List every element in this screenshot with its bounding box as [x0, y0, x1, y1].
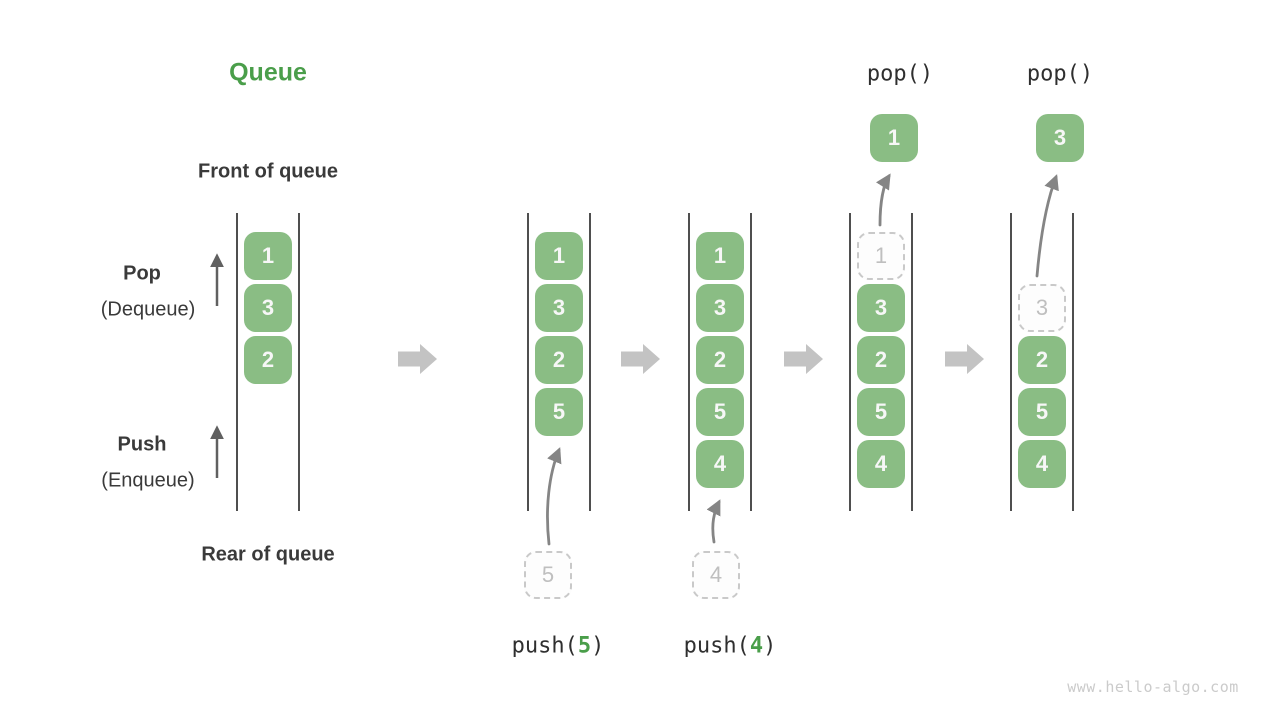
next-step-arrow-2: [621, 344, 660, 374]
queue-after-push-4-left-wall: [688, 213, 690, 511]
queue-pop-1-left-wall: [849, 213, 851, 511]
queue-after-push-5-slot-2: 3: [535, 284, 583, 332]
queue-pop-1-right-wall: [911, 213, 913, 511]
queue-pop-1-pop-operation-label: pop(): [866, 61, 934, 87]
queue-pop-1-slot-3-value: 2: [874, 347, 888, 372]
queue-initial-slot-1-value: 1: [261, 243, 275, 268]
queue-initial-right-wall: [298, 213, 300, 511]
queue-after-push-5-left-wall: [527, 213, 529, 511]
queue-pop-1-slot-4-value: 5: [874, 399, 888, 424]
queue-pop-1-popped-element: 1: [870, 114, 918, 162]
queue-after-push-4-push-arg: 4: [749, 633, 764, 659]
queue-after-push-4-slot-1-value: 1: [713, 243, 727, 268]
diagram-title: Queue: [229, 58, 307, 87]
queue-pop-3-popped-element: 3: [1036, 114, 1084, 162]
queue-after-push-5-push-pre: push(: [511, 633, 578, 659]
pop-3-arrow: [1035, 174, 1059, 278]
rear-of-queue-label: Rear of queue: [201, 543, 335, 566]
watermark: www.hello-algo.com: [1067, 678, 1239, 696]
queue-after-push-5-slot-1: 1: [535, 232, 583, 280]
queue-after-push-4-slot-2-value: 3: [713, 295, 727, 320]
pop-1-arrow: [875, 173, 891, 227]
pop-label: Pop: [123, 262, 161, 285]
queue-after-push-5-incoming-element: 5: [524, 551, 572, 599]
queue-after-push-4-slot-1: 1: [696, 232, 744, 280]
queue-pop-1-popped-element-value: 1: [887, 125, 901, 150]
queue-pop-1-slot-1: 1: [857, 232, 905, 280]
queue-pop-1-slot-3: 2: [857, 336, 905, 384]
queue-after-push-5-incoming-element-value: 5: [541, 562, 555, 587]
queue-after-push-4-slot-3: 2: [696, 336, 744, 384]
queue-pop-3-slot-5: 4: [1018, 440, 1066, 488]
queue-after-push-5-slot-4: 5: [535, 388, 583, 436]
queue-after-push-5-slot-3-value: 2: [552, 347, 566, 372]
queue-pop-3-slot-3: 2: [1018, 336, 1066, 384]
queue-pop-3-slot-2: 3: [1018, 284, 1066, 332]
front-of-queue-label: Front of queue: [198, 160, 338, 183]
next-step-arrow-4: [945, 344, 984, 374]
queue-pop-3-left-wall: [1010, 213, 1012, 511]
queue-pop-3-slot-2-value: 3: [1035, 295, 1049, 320]
queue-pop-1-slot-4: 5: [857, 388, 905, 436]
queue-after-push-4-slot-5: 4: [696, 440, 744, 488]
queue-initial-slot-2-value: 3: [261, 295, 275, 320]
queue-initial-slot-3-value: 2: [261, 347, 275, 372]
queue-after-push-4-incoming-element: 4: [692, 551, 740, 599]
queue-after-push-5-slot-4-value: 5: [552, 399, 566, 424]
dequeue-label: (Dequeue): [100, 298, 196, 321]
queue-pop-1-slot-2-value: 3: [874, 295, 888, 320]
queue-after-push-4-incoming-element-value: 4: [709, 562, 723, 587]
queue-after-push-4-right-wall: [750, 213, 752, 511]
queue-after-push-5-right-wall: [589, 213, 591, 511]
queue-after-push-5-slot-1-value: 1: [552, 243, 566, 268]
queue-after-push-5-push-post: ): [591, 633, 605, 659]
queue-pop-3-slot-4-value: 5: [1035, 399, 1049, 424]
next-step-arrow-1: [398, 344, 437, 374]
queue-after-push-4-push-operation-label: push(4): [684, 634, 777, 659]
push-label: Push: [117, 433, 167, 456]
queue-pop-3-slot-3-value: 2: [1035, 347, 1049, 372]
queue-initial-slot-1: 1: [244, 232, 292, 280]
queue-pop-3-popped-element-value: 3: [1053, 125, 1067, 150]
queue-pop-1-slot-1-value: 1: [874, 243, 888, 268]
queue-after-push-4-push-pre: push(: [683, 633, 750, 659]
queue-initial-slot-2: 3: [244, 284, 292, 332]
queue-after-push-4-slot-5-value: 4: [713, 451, 727, 476]
next-step-arrow-3: [784, 344, 823, 374]
push-4-arrow: [706, 499, 721, 544]
queue-after-push-5-push-arg: 5: [577, 633, 592, 659]
queue-pop-1-slot-2: 3: [857, 284, 905, 332]
queue-after-push-5-slot-3: 2: [535, 336, 583, 384]
queue-after-push-5-push-operation-label: push(5): [512, 634, 605, 659]
queue-after-push-5-slot-2-value: 3: [552, 295, 566, 320]
queue-initial-slot-3: 2: [244, 336, 292, 384]
push-5-arrow: [546, 447, 562, 546]
queue-after-push-4-push-post: ): [763, 633, 777, 659]
queue-pop-3-right-wall: [1072, 213, 1074, 511]
queue-pop-1-slot-5-value: 4: [874, 451, 888, 476]
queue-pop-3-slot-5-value: 4: [1035, 451, 1049, 476]
queue-after-push-4-slot-3-value: 2: [713, 347, 727, 372]
queue-pop-1-slot-5: 4: [857, 440, 905, 488]
queue-initial-left-wall: [236, 213, 238, 511]
queue-after-push-4-slot-2: 3: [696, 284, 744, 332]
queue-after-push-4-slot-4-value: 5: [713, 399, 727, 424]
queue-pop-3-pop-operation-label: pop(): [1026, 61, 1094, 87]
queue-after-push-4-slot-4: 5: [696, 388, 744, 436]
queue-pop-3-slot-4: 5: [1018, 388, 1066, 436]
enqueue-label: (Enqueue): [101, 469, 195, 492]
